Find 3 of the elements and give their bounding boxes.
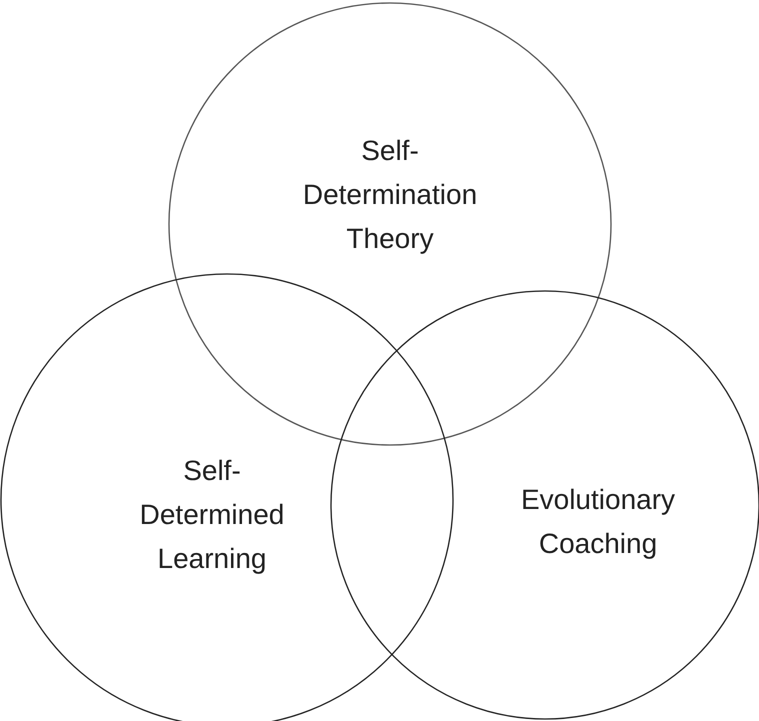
circle-label: Self- Determined Learning xyxy=(138,454,286,576)
circle-label: Evolutionary Coaching xyxy=(520,483,676,561)
circle-label: Self- Determination Theory xyxy=(302,134,478,256)
